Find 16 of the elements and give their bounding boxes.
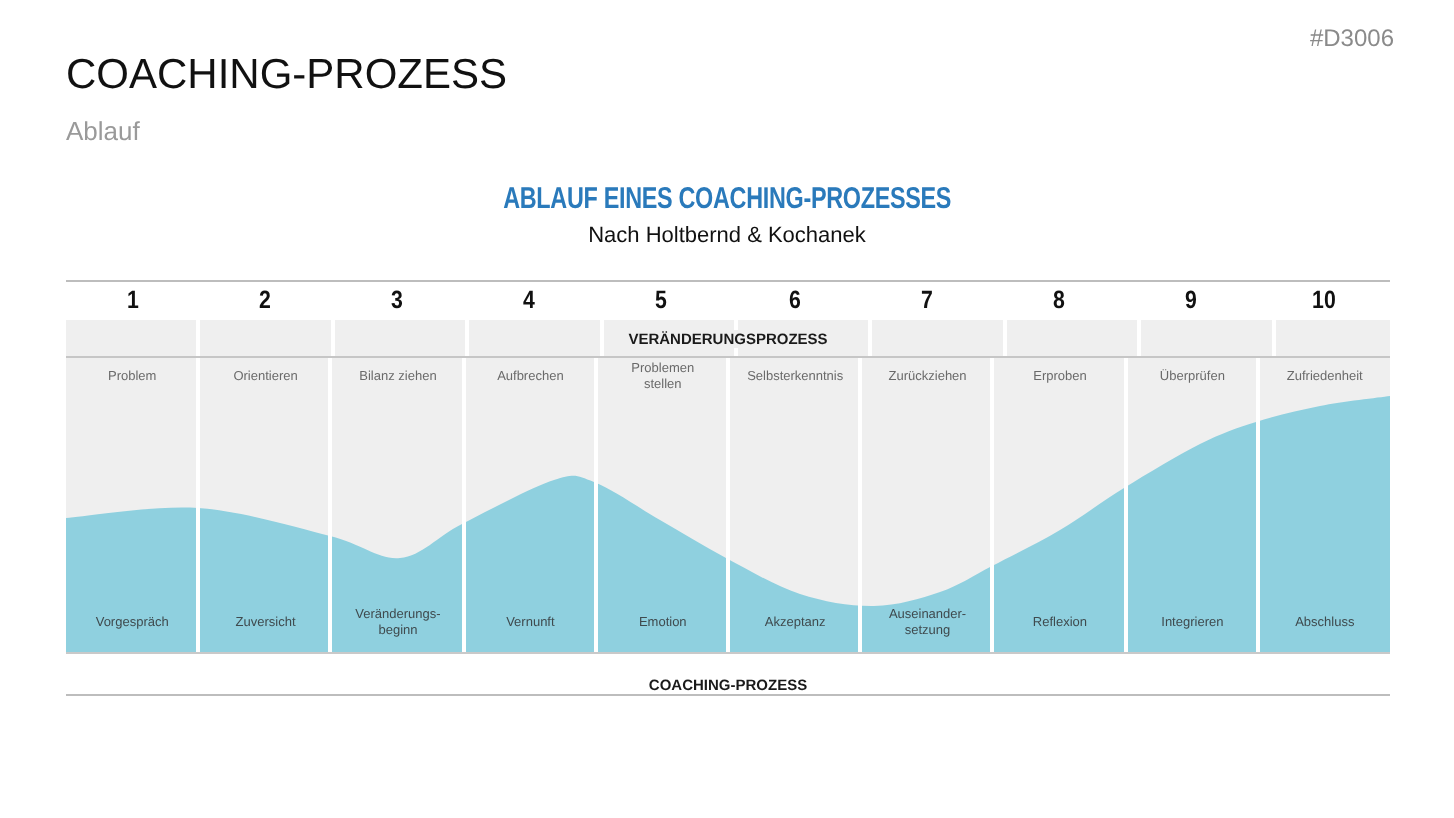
step-number: 9 (1185, 288, 1198, 314)
step-number: 10 (1311, 288, 1336, 314)
step-number: 3 (391, 288, 403, 314)
step-number: 7 (920, 288, 933, 314)
source-note: Nach Holtbernd & Kochanek (588, 224, 866, 251)
step-number: 6 (788, 288, 801, 314)
step-number: 4 (523, 288, 536, 314)
step-number: 8 (1053, 288, 1065, 314)
chart-heading: ABLAUF EINES COACHING-PROZESSES (503, 184, 951, 217)
slide-code: #D3006 (1309, 24, 1394, 53)
step-number: 1 (126, 288, 139, 314)
step-number: 5 (655, 288, 668, 314)
slide-subtitle: Ablauf (66, 116, 140, 148)
step-number: 2 (258, 288, 271, 314)
process-panel (66, 320, 1390, 654)
slide-title: COACHING-PROZESS (66, 50, 508, 101)
